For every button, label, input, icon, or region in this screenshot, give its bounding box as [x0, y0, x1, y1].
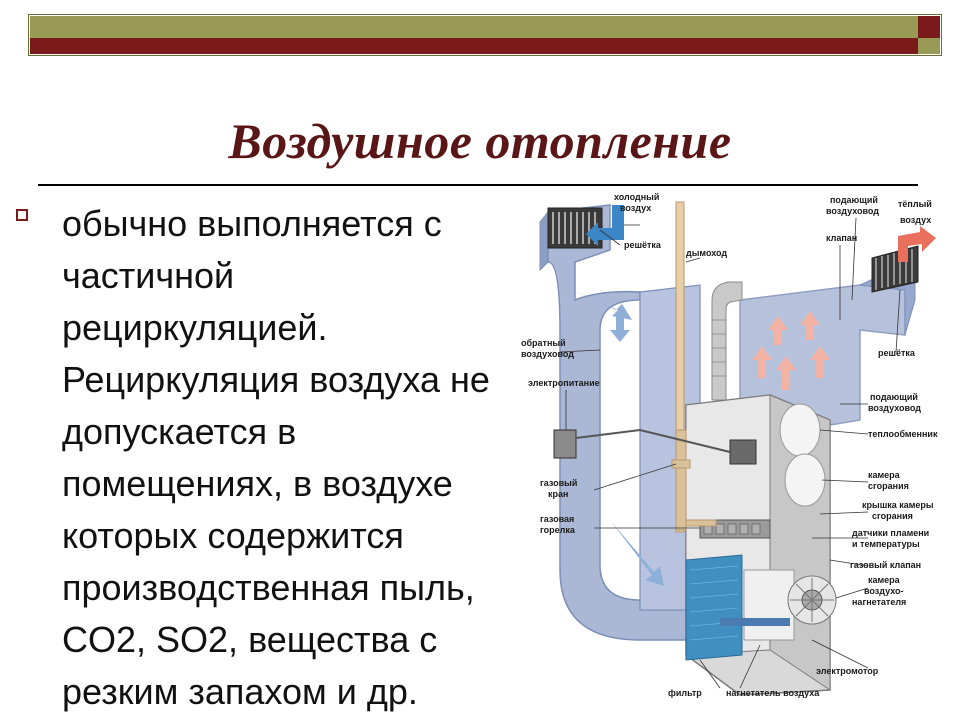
return-flow-arrows	[572, 290, 664, 586]
label-warm-air: тёплый	[898, 199, 932, 209]
furnace-diagram: холодный воздух решётка дымоход подающий…	[521, 192, 938, 698]
label-sensors: датчики пламени	[852, 528, 929, 538]
warm-air-arrow	[898, 226, 936, 262]
label-heat-exchanger: теплообменник	[868, 429, 938, 439]
header-square-olive	[918, 38, 940, 54]
warm-flow-arrows	[752, 311, 830, 390]
bullet-line: допускается в	[62, 411, 297, 452]
label-return-duct: воздуховод	[521, 349, 574, 359]
electrical-box	[553, 429, 577, 459]
filter-texture	[689, 565, 739, 641]
label-grille-top: решётка	[624, 240, 662, 250]
power-cable	[575, 428, 731, 453]
bullet-line: резким запахом и др.	[62, 671, 418, 712]
label-cold-air: воздух	[620, 203, 651, 213]
label-chamber-cover: крышка камеры	[862, 500, 934, 510]
label-combustion-chamber: камера	[868, 470, 901, 480]
label-supply-duct-mid: воздуховод	[868, 403, 921, 413]
label-blower-chamber: нагнетателя	[852, 597, 906, 607]
label-grille-right: решётка	[878, 348, 916, 358]
header-bar-olive	[30, 16, 918, 38]
label-cold-air: холодный	[614, 192, 659, 202]
bullet-line: рециркуляцией.	[62, 307, 328, 348]
label-electric-motor: электромотор	[816, 666, 879, 676]
bullet-text: обычно выполняется с частичной рециркуля…	[62, 198, 522, 718]
label-filter: фильтр	[668, 688, 702, 698]
label-return-duct: обратный	[521, 338, 566, 348]
filter	[685, 554, 743, 661]
label-supply-duct-top: подающий	[830, 195, 878, 205]
label-gas-burner: горелка	[540, 525, 576, 535]
header-bar-frame	[28, 14, 942, 56]
bullet-line: CO2, SO2, вещества с	[62, 619, 438, 660]
flue-pipe	[675, 201, 743, 533]
square-bullet-icon	[16, 209, 28, 221]
label-gas-tap: кран	[548, 489, 568, 499]
label-valve: клапан	[826, 233, 857, 243]
label-power: электропитание	[528, 378, 600, 388]
label-warm-air: воздух	[900, 215, 931, 225]
blower	[720, 569, 837, 641]
label-gas-burner: газовая	[540, 514, 574, 524]
header-bar-maroon	[30, 38, 918, 54]
gas-pipe	[671, 429, 717, 531]
label-blower-chamber: камера	[868, 575, 901, 585]
title-divider	[38, 184, 918, 186]
slide-title: Воздушное отопление	[228, 113, 732, 169]
label-combustion-chamber: сгорания	[868, 481, 909, 491]
label-gas-tap: газовый	[540, 478, 577, 488]
label-supply-duct-mid: подающий	[870, 392, 918, 402]
label-blower: нагнетатель воздуха	[726, 688, 820, 698]
cold-air-arrow	[586, 205, 624, 246]
label-blower-chamber: воздухо-	[864, 586, 903, 596]
header-square-maroon	[918, 16, 940, 38]
bullet-line: производственная пыль,	[62, 567, 475, 608]
bullet-line: которых содержится	[62, 515, 404, 556]
leader-lines	[559, 217, 901, 689]
bullet-line: частичной	[62, 255, 235, 296]
bullet-line: Рециркуляция воздуха не	[62, 359, 490, 400]
bullet-line: помещениях, в воздухе	[62, 463, 453, 504]
label-sensors: и температуры	[852, 539, 920, 549]
label-gas-valve: газовый клапан	[850, 560, 921, 570]
label-flue: дымоход	[686, 248, 727, 258]
label-supply-duct-top: воздуховод	[826, 206, 879, 216]
label-chamber-cover: сгорания	[872, 511, 913, 521]
bullet-line: обычно выполняется с	[62, 203, 442, 244]
